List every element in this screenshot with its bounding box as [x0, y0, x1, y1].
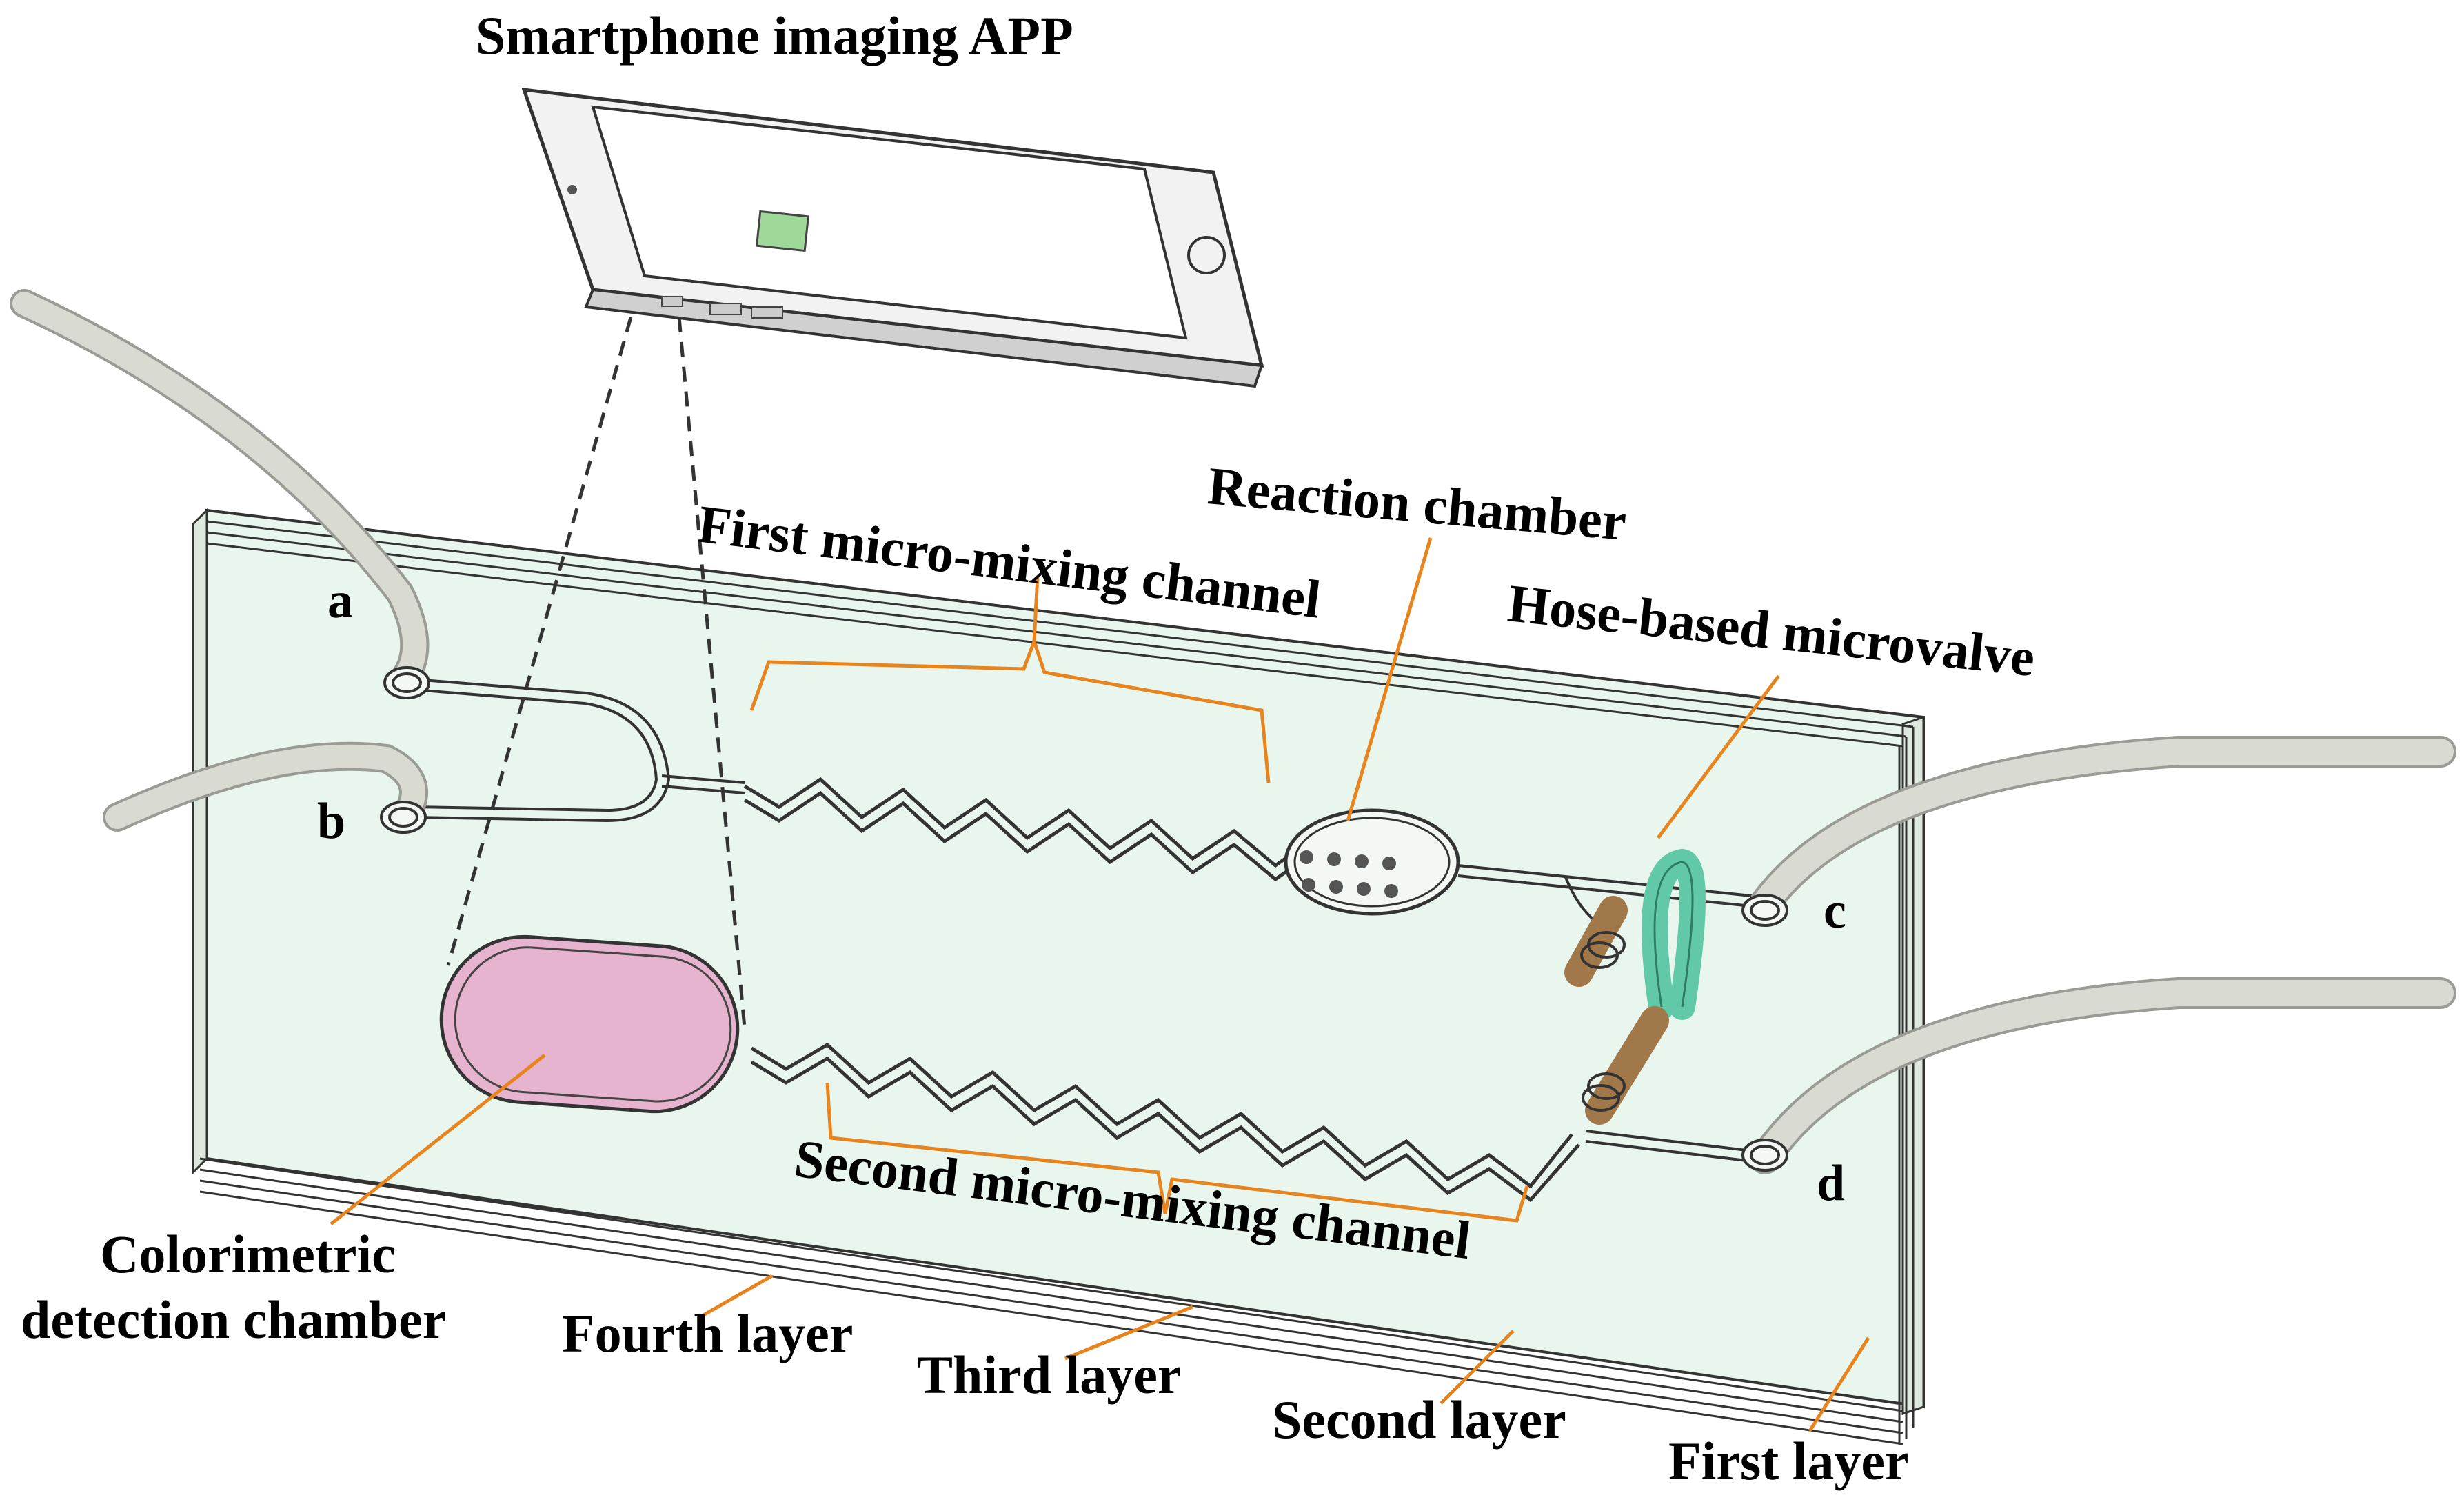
second-mixing-brace [825, 1082, 1529, 1223]
third-layer-leader [1064, 1305, 1193, 1361]
callouts [330, 537, 1870, 1432]
label-port-b: b [317, 793, 345, 850]
label-fourth-layer: Fourth layer [562, 1303, 853, 1363]
label-reaction-chamber: Reaction chamber [1206, 455, 1629, 552]
label-first-layer: First layer [1668, 1431, 1909, 1491]
phone-app-icon [755, 210, 810, 252]
layer-lines-top [206, 509, 1924, 748]
valve-spring-upper [1564, 896, 1628, 987]
first-layer-leader [1808, 1336, 1870, 1432]
chip-board [192, 508, 1925, 1445]
second-micro-mixing-channel [750, 1042, 1580, 1203]
label-port-d: d [1817, 1155, 1845, 1212]
reaction-wells [1300, 850, 1398, 898]
colorimetric-leader [330, 1054, 546, 1225]
layer-lines-bottom [199, 1157, 1903, 1445]
phone-screen [591, 105, 1188, 340]
label-colorimetric-2: detection chamber [21, 1290, 446, 1350]
phone-home-button [1187, 236, 1226, 274]
channels [413, 678, 745, 823]
label-microvalve: Hose-based microvalve [1505, 572, 2038, 688]
valve-spring-lower [1582, 1006, 1669, 1125]
imaging-lines [446, 317, 747, 1028]
fourth-layer-leader [698, 1274, 774, 1319]
microvalve-leader [1656, 674, 1781, 839]
label-colorimetric-1: Colorimetric [100, 1224, 396, 1284]
label-port-a: a [327, 572, 353, 629]
second-layer-leader [1440, 1330, 1515, 1405]
reaction-chamber [1284, 808, 1460, 916]
tubing [10, 289, 2456, 1174]
chip-left-edge [192, 508, 208, 1175]
label-second-layer: Second layer [1272, 1390, 1566, 1450]
ports [380, 666, 1788, 1172]
label-smartphone: Smartphone imaging APP [476, 6, 1073, 66]
smartphone [521, 88, 1264, 388]
label-port-c: c [1824, 883, 1846, 939]
colorimetric-detection-chamber [439, 934, 740, 1114]
label-third-layer: Third layer [917, 1345, 1182, 1405]
reaction-chamber-leader [1346, 537, 1433, 821]
hose-based-microvalve [1564, 848, 1706, 1125]
first-micro-mixing-channel [743, 777, 1311, 882]
